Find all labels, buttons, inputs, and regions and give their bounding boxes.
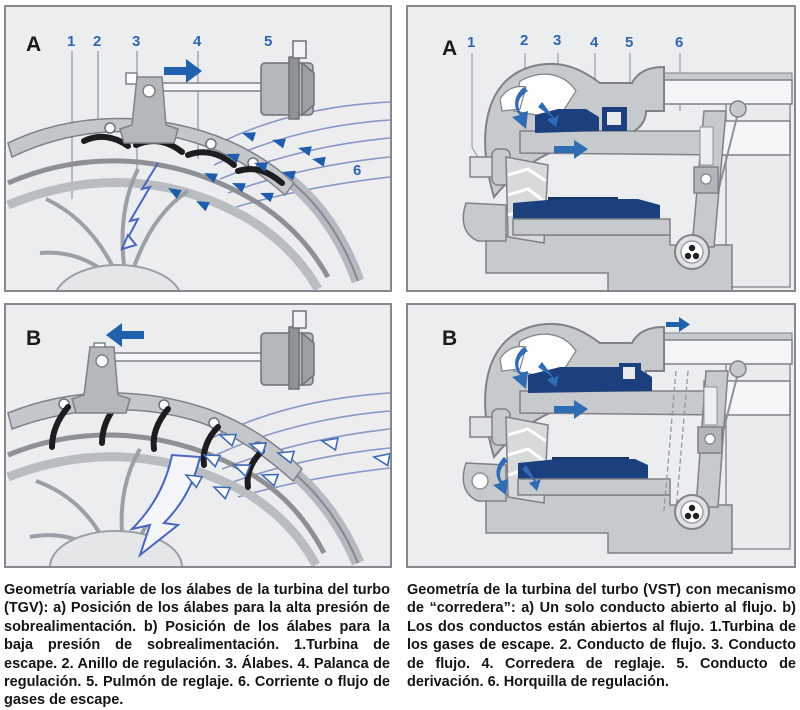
callout-4: 4 bbox=[590, 34, 599, 51]
base-housing bbox=[462, 202, 733, 290]
panel-letter: B bbox=[442, 327, 458, 350]
vst-a-drawing bbox=[462, 53, 793, 290]
adjusting-fork bbox=[695, 360, 747, 508]
regulation-lever bbox=[71, 346, 131, 414]
control-rod bbox=[93, 342, 267, 362]
callout-6: 6 bbox=[675, 34, 684, 51]
panel-vst-a: A 1 2 3 4 5 6 bbox=[406, 5, 796, 292]
actuation-arrow-left bbox=[106, 323, 144, 347]
bypass-duct bbox=[653, 339, 793, 365]
callout-3: 3 bbox=[132, 33, 141, 50]
slider-upper bbox=[535, 109, 599, 133]
callout-6: 6 bbox=[353, 162, 362, 179]
callout-4: 4 bbox=[193, 33, 202, 50]
callout-5: 5 bbox=[264, 33, 273, 50]
lower-slide bbox=[517, 457, 671, 496]
panel-letter: A bbox=[26, 33, 42, 56]
turbine-wheel bbox=[39, 168, 190, 290]
gas-flow-arrows bbox=[512, 87, 588, 159]
housing-arcs bbox=[6, 432, 365, 566]
vst-b-drawing bbox=[462, 317, 793, 554]
actuator-diaphragm bbox=[260, 310, 315, 390]
housing-arcs bbox=[6, 158, 365, 290]
bypass-duct bbox=[653, 79, 793, 105]
actuator-diaphragm bbox=[260, 40, 315, 120]
panel-letter: A bbox=[442, 37, 458, 60]
roller-bearing bbox=[674, 494, 710, 530]
caption-vst: Geometría de la turbina del turbo (VST) … bbox=[407, 582, 796, 691]
caption-tgv: Geometría variable de los álabes de la t… bbox=[4, 582, 390, 709]
actuation-arrow-right bbox=[164, 59, 202, 83]
callout-2: 2 bbox=[93, 33, 102, 50]
exit-flow-arrow bbox=[120, 162, 159, 251]
roller-bearing bbox=[674, 234, 710, 270]
callout-1: 1 bbox=[467, 34, 476, 51]
callout-5: 5 bbox=[625, 34, 634, 51]
panel-vst-b: B bbox=[406, 303, 796, 568]
tgv-b-drawing bbox=[6, 310, 390, 566]
callout-1: 1 bbox=[67, 33, 76, 50]
actuation-arrow-right bbox=[666, 317, 690, 332]
callout-3: 3 bbox=[553, 32, 562, 49]
callout-2: 2 bbox=[520, 32, 529, 49]
exit-flow-arrow bbox=[128, 453, 202, 558]
lower-slide bbox=[512, 197, 671, 236]
housing-port bbox=[471, 472, 489, 490]
regulation-lever bbox=[119, 76, 179, 144]
tgv-a-drawing bbox=[6, 40, 390, 290]
adjusting-fork bbox=[691, 100, 747, 248]
panel-tgv-b: B bbox=[4, 303, 392, 568]
panel-letter: B bbox=[26, 327, 42, 350]
panel-tgv-a: A 1 2 3 4 5 6 bbox=[4, 5, 392, 292]
gas-flow-arrows bbox=[493, 347, 588, 495]
